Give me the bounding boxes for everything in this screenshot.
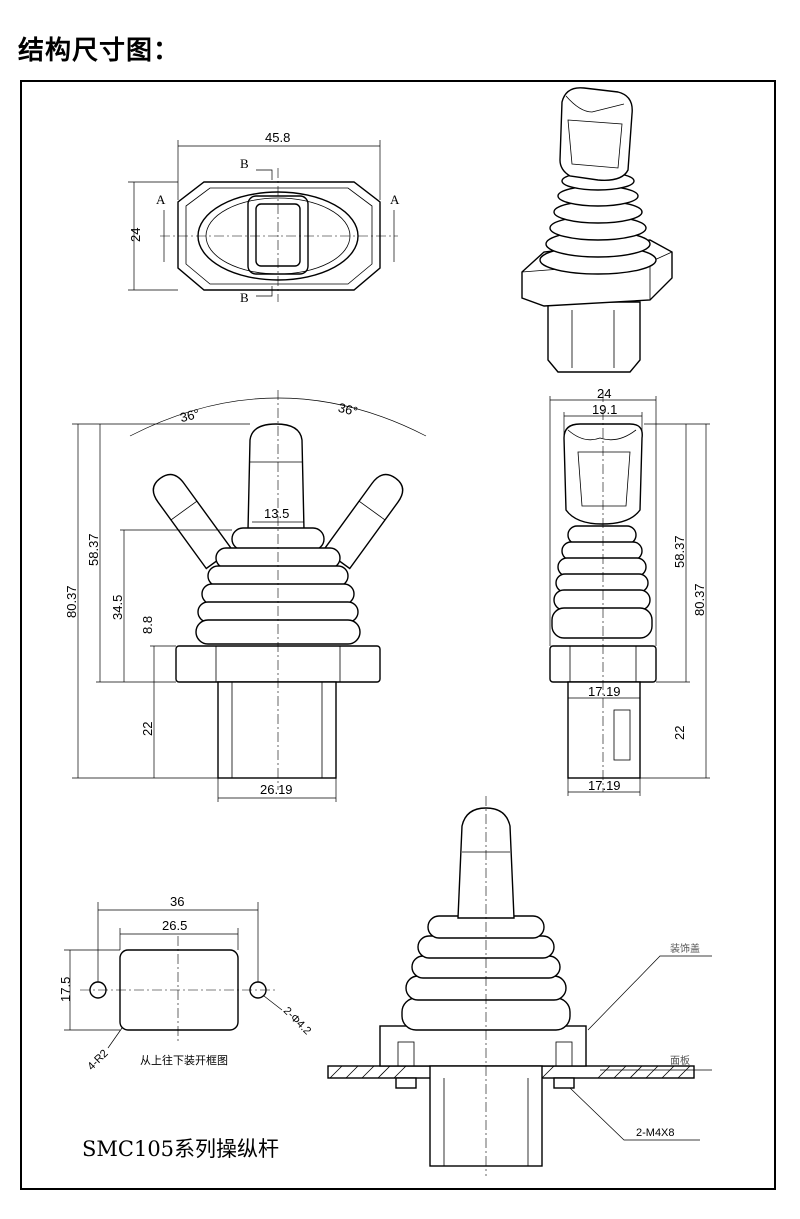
cutout-height: 17.5 [58,977,73,1002]
front-view [549,392,710,796]
drawing-frame [20,80,776,1190]
side-boot-height: 34.5 [110,595,125,620]
cutout-outer-width: 36 [170,894,184,909]
side-above-base: 58.37 [86,533,101,566]
section-a-left: A [156,192,166,207]
front-inner-width: 19.1 [592,402,617,417]
side-body-width: 26.19 [260,782,293,797]
section-b-bottom: B [240,290,249,305]
handle-width-dim: 13.5 [264,506,289,521]
mounting-view [327,796,712,1176]
section-a-right: A [390,192,400,207]
top-height-dim: 24 [128,228,143,242]
panel-label: 面板 [670,1054,690,1067]
front-bottom-width: 17.19 [588,778,621,793]
side-body-height: 22 [140,722,155,736]
cutout-corner-radius: 4-R2 [85,1048,110,1073]
top-width-dim: 45.8 [265,130,290,145]
cover-label: 装饰盖 [670,942,700,955]
panel-cutout [64,902,283,1049]
front-neck-width: 17.19 [588,684,621,699]
side-total-height: 80.37 [64,585,79,618]
side-view [72,390,427,802]
cutout-inner-width: 26.5 [162,918,187,933]
screw-label: 2-M4X8 [636,1127,675,1139]
front-above-base: 58.37 [672,535,687,568]
model-label: SMC105系列操纵杆 [82,1137,279,1161]
section-b-top: B [240,156,249,171]
front-outer-width: 24 [597,386,611,401]
isometric-view [521,87,673,373]
top-view [128,140,398,302]
page-heading: 结构尺寸图： [18,36,181,66]
side-flange-height: 8.8 [140,616,155,634]
front-body-height: 22 [672,726,687,740]
front-total-height: 80.37 [692,583,707,616]
cutout-note: 从上往下装开框图 [140,1053,228,1067]
angle-right: 36° [337,400,360,419]
cutout-hole-spec: 2-Φ4.2 [281,1005,313,1037]
angle-left: 36° [178,406,201,425]
